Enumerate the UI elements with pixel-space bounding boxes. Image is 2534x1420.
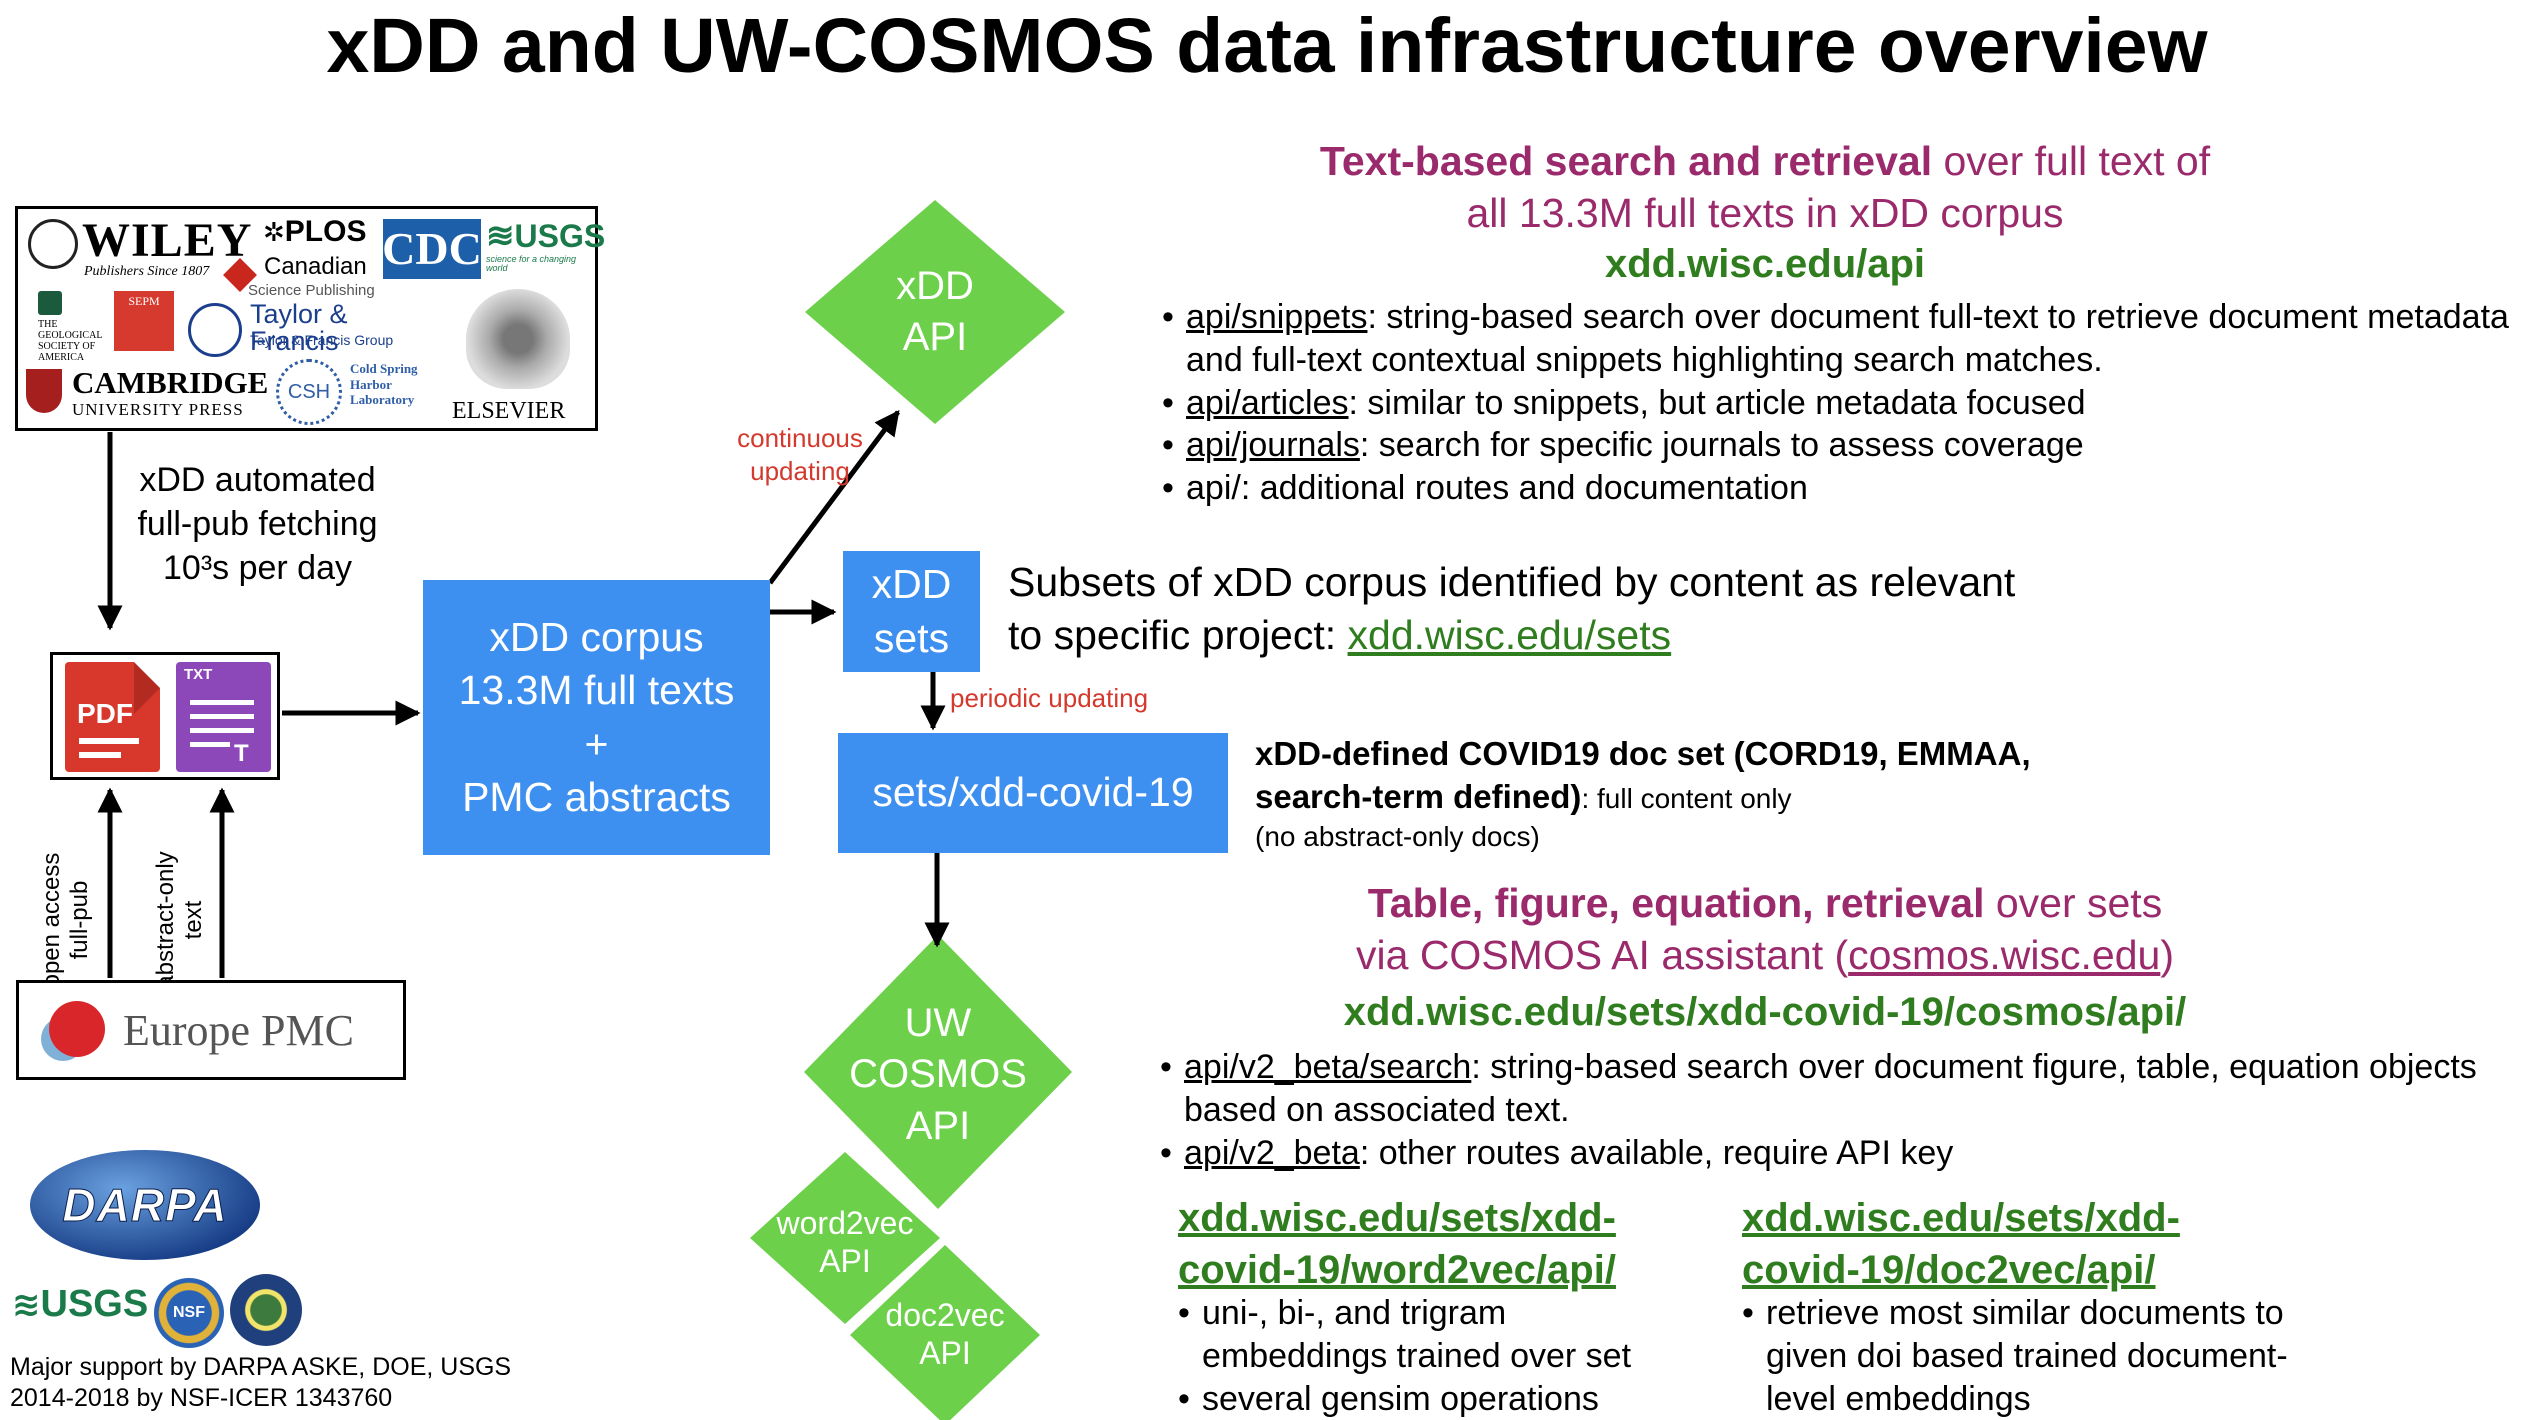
xdd-api-diamond: xDD API	[896, 263, 974, 359]
sets-description: Subsets of xDD corpus identified by cont…	[1008, 559, 2016, 659]
darpa-logo: DARPA	[30, 1150, 260, 1260]
csh-logo: CSH Cold Spring Harbor Laboratory	[276, 359, 446, 429]
support-note: Major support by DARPA ASKE, DOE, USGS 2…	[10, 1353, 512, 1413]
cosmos-section-heading: Table, figure, equation, retrieval over …	[1356, 880, 2174, 979]
publisher-logos: WILEY Publishers Since 1807 ✲PLOS Canadi…	[15, 206, 606, 431]
cosmos-api-link[interactable]: xdd.wisc.edu/sets/xdd-covid-19/cosmos/ap…	[1343, 990, 2187, 1034]
plos-logo: ✲PLOS	[263, 215, 367, 248]
xdd-api-diamond-shape	[805, 200, 1065, 424]
xdd-sets-box: xDD sets	[843, 551, 980, 672]
corpus-to-api-arrow	[767, 409, 901, 585]
taylor-francis-logo: Taylor & Francis Taylor & Francis Group	[188, 299, 438, 359]
cambridge-logo: CAMBRIDGE UNIVERSITY PRESS	[26, 367, 286, 427]
xdd-covid-19-box: sets/xdd-covid-19	[838, 733, 1228, 853]
file-icons-box: PDF TXT T	[50, 652, 280, 780]
word2vec-features-list: uni-, bi-, and trigram embeddings traine…	[1176, 1292, 1676, 1420]
usgs-wave-icon: ≋	[486, 217, 515, 255]
page-title: xDD and UW-COSMOS data infrastructure ov…	[326, 3, 2208, 89]
europe-pmc-icon	[49, 1001, 105, 1057]
cosmos-route-item: api/v2_beta/search: string-based search …	[1158, 1046, 2528, 1132]
doc2vec-features-list: retrieve most similar documents to given…	[1740, 1292, 2300, 1420]
gsa-emblem-icon	[38, 291, 62, 315]
api-route-item: api/: additional routes and documentatio…	[1160, 467, 2520, 510]
cosmos-diamond-shape	[804, 935, 1072, 1209]
continuous-updating-label: continuous updating	[737, 423, 863, 486]
txt-file-icon: TXT T	[176, 662, 271, 772]
taylor-francis-emblem-icon	[188, 303, 242, 357]
covid-set-description: xDD-defined COVID19 doc set (CORD19, EMM…	[1255, 735, 2031, 852]
elsevier-tree-icon	[466, 289, 570, 389]
sepm-logo: SEPM	[114, 291, 174, 351]
cambridge-shield-icon	[26, 369, 62, 413]
api-route-item: api/snippets: string-based search over d…	[1160, 296, 2520, 382]
fetching-label: xDD automated full-pub fetching 10³s per…	[137, 461, 378, 588]
api-route-item: api/articles: similar to snippets, but a…	[1160, 382, 2520, 425]
api-section-heading: Text-based search and retrieval over ful…	[1319, 138, 2211, 237]
doe-seal-icon	[230, 1274, 302, 1346]
canadian-science-logo: Canadian Science Publishing	[223, 251, 378, 311]
usgs-funder-logo: ≋USGS	[12, 1283, 149, 1325]
word2vec-api-diamond: word2vec API	[776, 1204, 914, 1279]
csh-emblem-icon: CSH	[276, 359, 342, 425]
nsf-logo: NSF	[154, 1278, 224, 1348]
xdd-corpus-box: xDD corpus 13.3M full texts + PMC abstra…	[423, 580, 770, 855]
xdd-sets-link[interactable]: xdd.wisc.edu/sets	[1347, 612, 1672, 659]
doc2vec-feature-item: retrieve most similar documents to given…	[1740, 1292, 2300, 1420]
doc2vec-diamond-shape	[850, 1245, 1040, 1420]
elsevier-logo: ELSEVIER	[448, 289, 588, 429]
cdc-logo: CDC	[382, 219, 482, 279]
word2vec-api-link[interactable]: xdd.wisc.edu/sets/xdd- covid-19/word2vec…	[1178, 1196, 1616, 1292]
gsa-logo: THE GEOLOGICAL SOCIETY OF AMERICA	[38, 291, 103, 371]
word2vec-feature-item: several gensim operations	[1176, 1378, 1676, 1420]
cosmos-routes-list: api/v2_beta/search: string-based search …	[1158, 1046, 2528, 1174]
cosmos-route-item: api/v2_beta: other routes available, req…	[1158, 1132, 2528, 1175]
usgs-funder-wave-icon: ≋	[12, 1286, 41, 1324]
doc2vec-api-diamond: doc2vec API	[885, 1296, 1005, 1371]
cosmos-api-diamond: UW COSMOS API	[849, 1001, 1027, 1148]
doc2vec-api-link[interactable]: xdd.wisc.edu/sets/xdd- covid-19/doc2vec/…	[1742, 1196, 2180, 1292]
api-route-item: api/journals: search for specific journa…	[1160, 424, 2520, 467]
pdf-file-icon: PDF	[65, 662, 160, 772]
cosmos-site-link[interactable]: cosmos.wisc.edu	[1848, 932, 2161, 979]
api-routes-list: api/snippets: string-based search over d…	[1160, 296, 2520, 510]
periodic-updating-label: periodic updating	[950, 683, 1149, 713]
word2vec-diamond-shape	[750, 1152, 940, 1324]
usgs-logo: ≋USGS science for a changing world	[486, 217, 606, 273]
europe-pmc-logo: Europe PMC	[16, 980, 406, 1080]
wiley-logo: WILEY Publishers Since 1807	[28, 217, 251, 285]
wiley-emblem-icon	[28, 219, 78, 269]
xdd-api-link[interactable]: xdd.wisc.edu/api	[1604, 242, 1926, 286]
plos-icon: ✲	[263, 217, 285, 247]
word2vec-feature-item: uni-, bi-, and trigram embeddings traine…	[1176, 1292, 1676, 1378]
